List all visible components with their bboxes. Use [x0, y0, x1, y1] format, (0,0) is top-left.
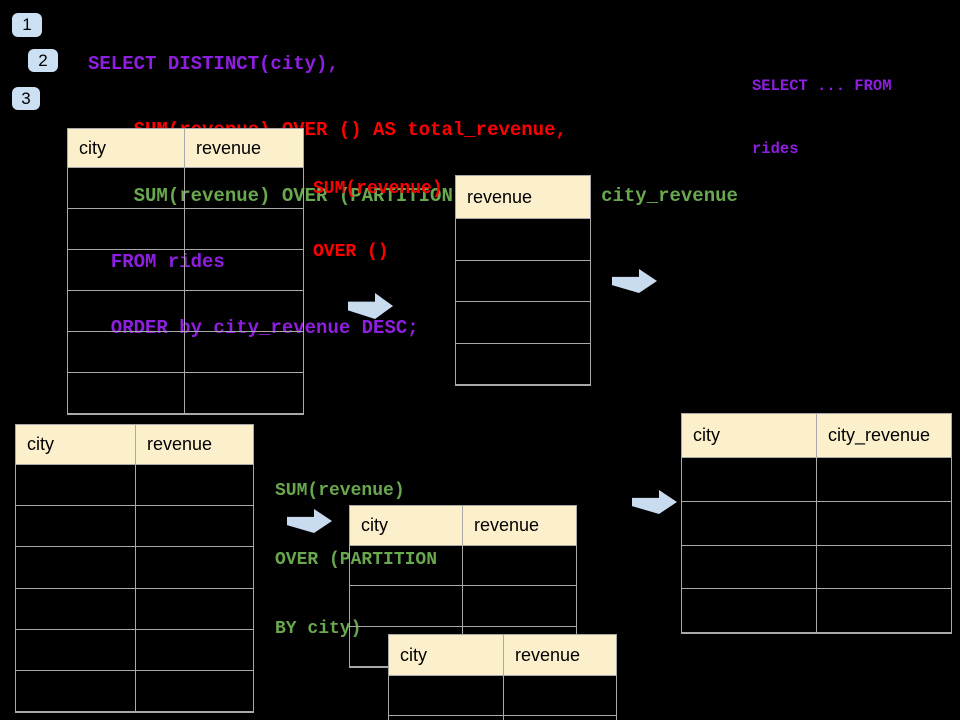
empty-cell: [504, 716, 616, 720]
table-total-revenue: revenue: [455, 175, 591, 386]
empty-cell: [456, 261, 590, 302]
window-total-label-line: OVER (): [313, 242, 389, 262]
column-header: revenue: [463, 506, 576, 546]
empty-cell: [504, 676, 616, 716]
window-partition-label-line: SUM(revenue): [275, 481, 405, 501]
empty-cell: [185, 291, 303, 332]
empty-cell: [136, 671, 253, 712]
window-partition-label-line: OVER (PARTITION: [275, 550, 438, 570]
empty-cell: [350, 586, 463, 627]
empty-cell: [185, 168, 303, 209]
empty-cell: [16, 629, 136, 671]
column-header: city: [350, 506, 463, 546]
column-header: city: [682, 414, 817, 458]
step-badge-3: 3: [12, 87, 40, 110]
empty-cell: [68, 373, 185, 414]
empty-cell: [16, 588, 136, 630]
side-note-line: rides: [752, 140, 799, 158]
empty-cell: [817, 458, 951, 502]
sql-code-block: SELECT DISTINCT(city), SUM(revenue) OVER…: [88, 9, 738, 383]
window-total-label: SUM(revenue) OVER (): [313, 137, 443, 305]
empty-cell: [456, 344, 590, 385]
empty-cell: [389, 716, 504, 720]
empty-cell: [68, 250, 185, 291]
empty-cell: [456, 219, 590, 261]
column-header: revenue: [456, 176, 590, 219]
empty-cell: [136, 465, 253, 507]
column-header: city: [16, 425, 136, 465]
column-header: revenue: [185, 129, 303, 168]
empty-cell: [389, 676, 504, 716]
empty-cell: [68, 168, 185, 209]
empty-cell: [68, 291, 185, 332]
column-header: city: [68, 129, 185, 168]
empty-cell: [16, 670, 136, 712]
empty-cell: [185, 373, 303, 414]
empty-cell: [350, 546, 463, 587]
empty-cell: [68, 209, 185, 250]
empty-cell: [682, 458, 817, 502]
right-arrow-icon: [632, 490, 677, 514]
empty-cell: [185, 250, 303, 291]
step-badge-1: 1: [12, 13, 42, 37]
empty-cell: [136, 589, 253, 630]
column-header: revenue: [136, 425, 253, 465]
column-header: city: [389, 635, 504, 676]
empty-cell: [185, 209, 303, 250]
empty-cell: [817, 546, 951, 590]
empty-cell: [185, 332, 303, 373]
sql-line-select: SELECT DISTINCT(city),: [88, 53, 339, 75]
window-total-label-line: SUM(revenue): [313, 179, 443, 199]
empty-cell: [136, 506, 253, 548]
empty-cell: [16, 506, 136, 548]
empty-cell: [682, 589, 817, 633]
empty-cell: [682, 501, 817, 546]
empty-cell: [16, 465, 136, 507]
window-partition-label-line: BY city): [275, 619, 362, 639]
empty-cell: [817, 502, 951, 546]
empty-cell: [463, 586, 576, 627]
sql-line-from: FROM rides: [88, 251, 225, 273]
step-badge-2: 2: [28, 49, 58, 72]
empty-cell: [456, 302, 590, 344]
empty-cell: [68, 332, 185, 373]
empty-cell: [136, 547, 253, 589]
side-note: SELECT ... FROM rides: [752, 34, 892, 202]
column-header: revenue: [504, 635, 616, 676]
window-partition-label: SUM(revenue) OVER (PARTITION BY city): [275, 434, 437, 687]
side-note-line: SELECT ... FROM: [752, 77, 892, 95]
empty-cell: [817, 589, 951, 633]
empty-cell: [136, 630, 253, 671]
empty-cell: [463, 546, 576, 587]
column-header: city_revenue: [817, 414, 951, 458]
empty-cell: [16, 547, 136, 589]
empty-cell: [682, 545, 817, 590]
